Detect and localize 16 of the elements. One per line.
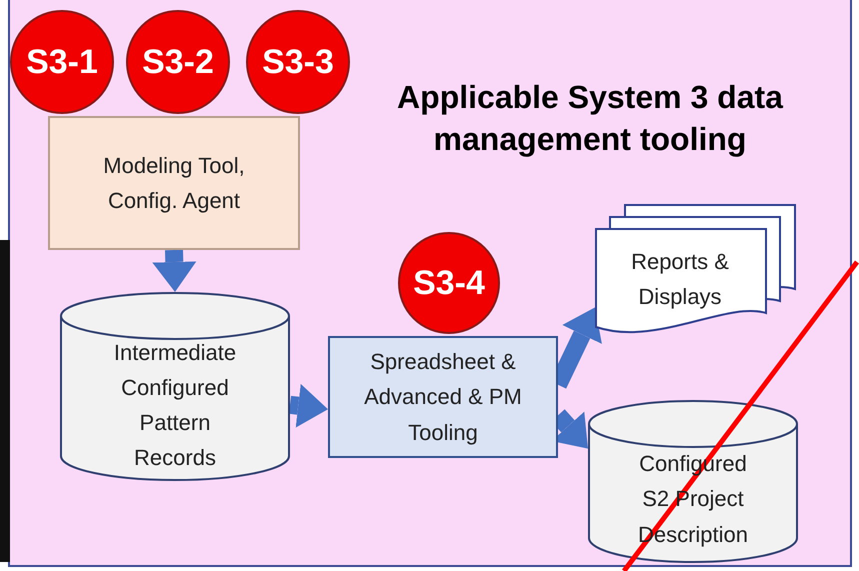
step-number: S3-4: [413, 266, 485, 300]
database-cylinder: [588, 400, 798, 562]
process-box: [48, 116, 300, 250]
node-label: Spreadsheet & Advanced & PM Tooling: [363, 348, 523, 447]
database-cylinder: [60, 292, 290, 480]
node-label: Modeling Tool, Config. Agent: [102, 152, 246, 215]
node-label: Reports & Displays: [630, 248, 730, 311]
document-stack: [595, 205, 795, 333]
block-arrow: [152, 250, 196, 292]
process-box: [328, 336, 558, 458]
diagram-title: Applicable System 3 data management tooling: [396, 78, 784, 159]
node-label: Intermediate Configured Pattern Records: [112, 338, 238, 472]
step-number: S3-2: [142, 45, 214, 79]
step-number: S3-3: [262, 45, 334, 79]
step-number: S3-1: [26, 45, 98, 79]
block-arrow: [288, 384, 328, 428]
